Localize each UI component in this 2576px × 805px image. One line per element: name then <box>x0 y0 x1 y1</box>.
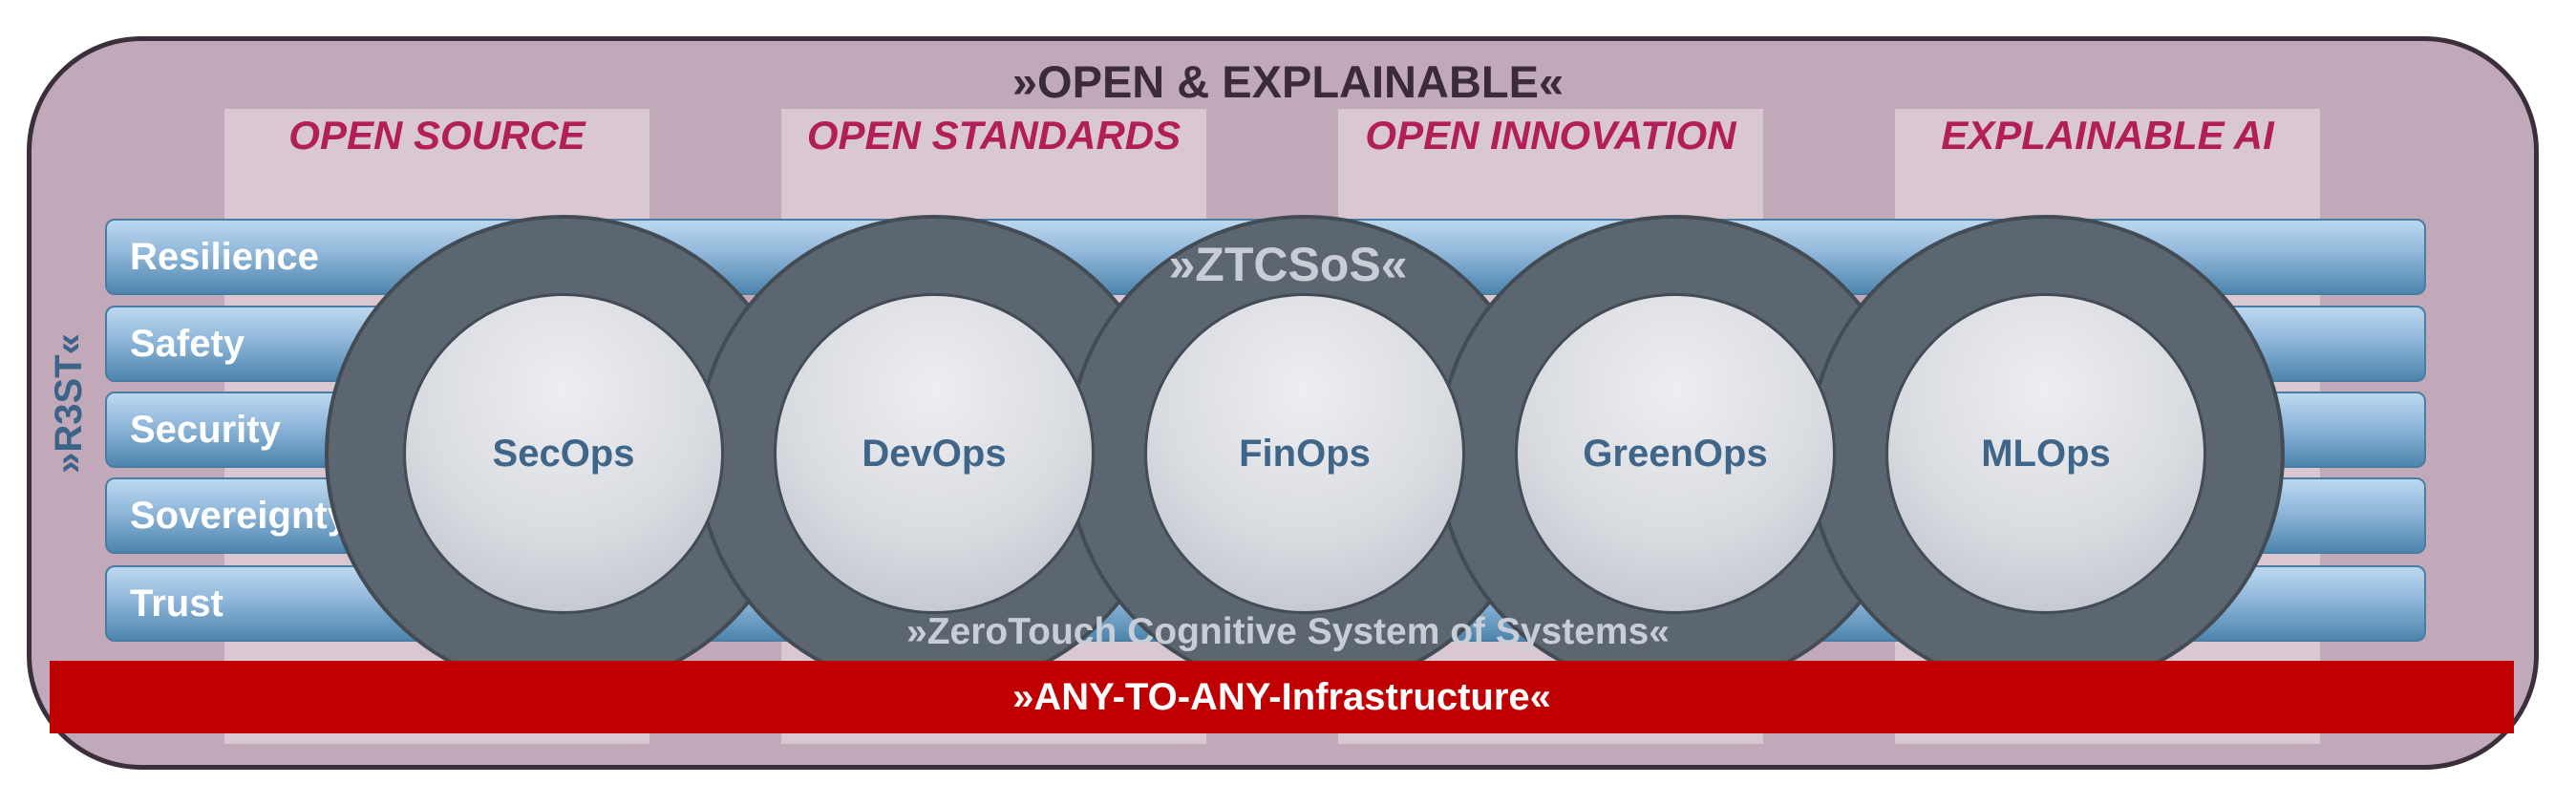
layer-label-resilience: Resilience <box>130 236 319 278</box>
ops-circle-finops: FinOps <box>1144 293 1465 614</box>
layer-label-safety: Safety <box>130 323 245 365</box>
infrastructure-bar: »ANY-TO-ANY-Infrastructure« <box>50 661 2514 733</box>
ops-circle-secops: SecOps <box>403 293 724 614</box>
pillar-title-explainable-ai: EXPLAINABLE AI <box>1941 113 2274 158</box>
pillar-title-open-innovation: OPEN INNOVATION <box>1365 113 1736 158</box>
system-subtitle: »ZeroTouch Cognitive System of Systems« <box>906 611 1670 652</box>
pillar-title-open-standards: OPEN STANDARDS <box>806 113 1182 158</box>
ops-circle-greenops: GreenOps <box>1515 293 1836 614</box>
layer-label-trust: Trust <box>130 583 224 625</box>
system-title: »ZTCSoS« <box>1168 238 1408 291</box>
layer-label-sovereignty: Sovereignty <box>130 495 349 537</box>
side-label-r3st: »R3ST« <box>48 333 90 474</box>
ops-circle-mlops: MLOps <box>1885 293 2206 614</box>
main-title: »OPEN & EXPLAINABLE« <box>1011 56 1565 107</box>
pillar-title-open-source: OPEN SOURCE <box>288 113 585 158</box>
ops-circle-devops: DevOps <box>774 293 1095 614</box>
layer-label-security: Security <box>130 409 281 451</box>
